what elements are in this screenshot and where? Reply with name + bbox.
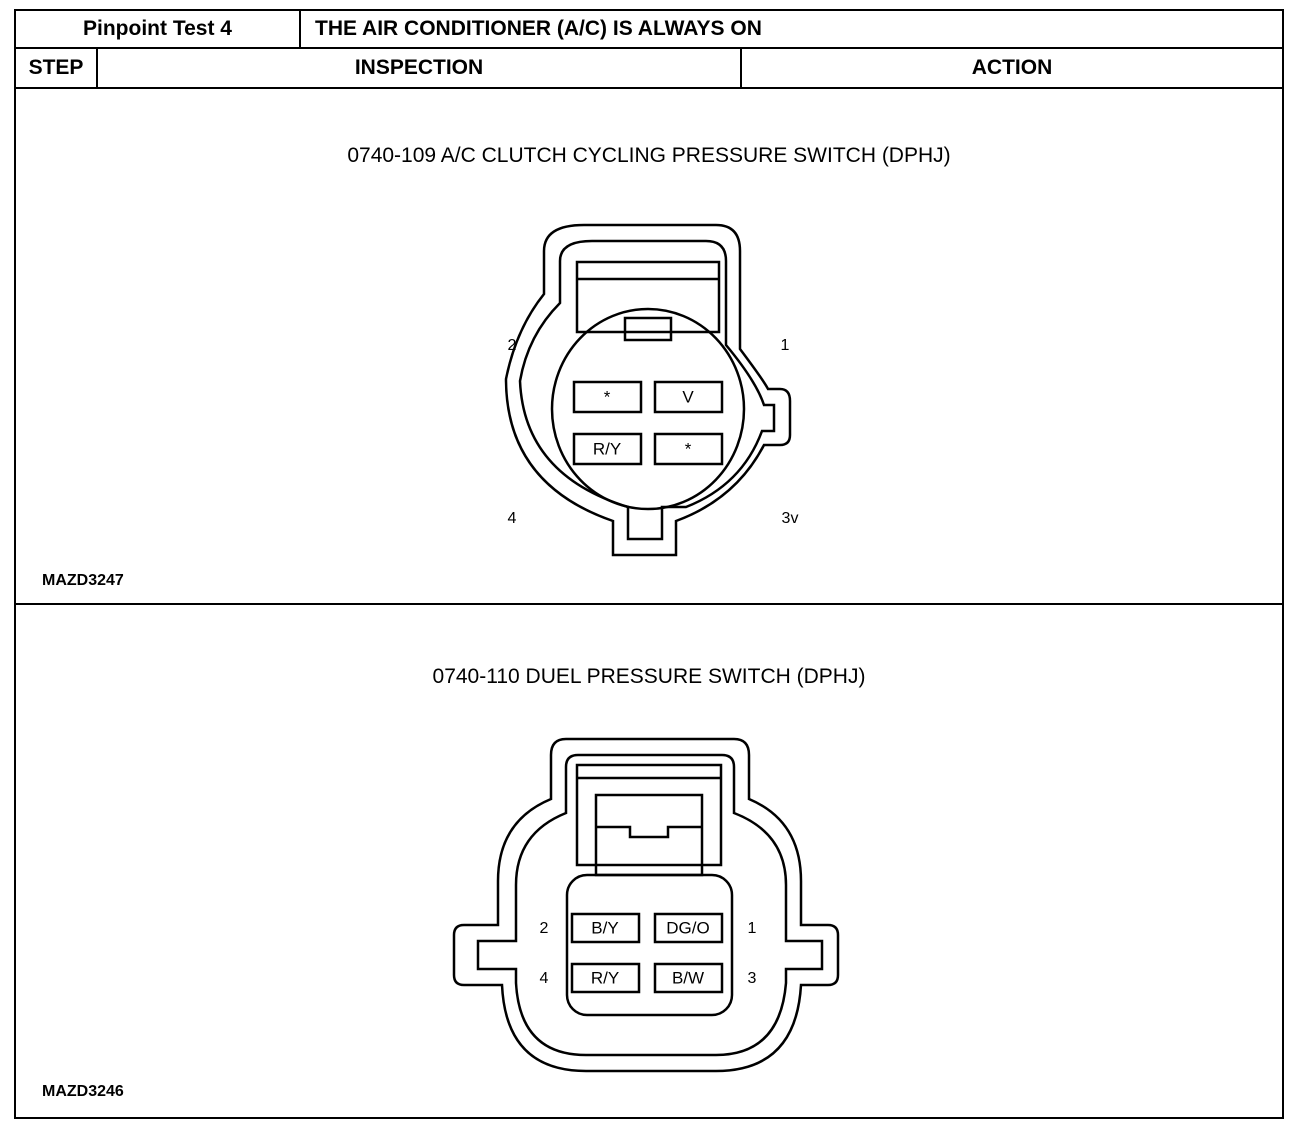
column-header-row: STEP INSPECTION ACTION xyxy=(16,49,1282,89)
diagram-2-ref: MAZD3246 xyxy=(42,1083,124,1100)
column-step: STEP xyxy=(16,49,98,87)
pin-label: 1 xyxy=(748,920,757,937)
cavity-3-box xyxy=(572,432,643,466)
cavity-1-box xyxy=(570,912,641,944)
column-inspection: INSPECTION xyxy=(98,49,742,87)
cavity-1-box xyxy=(572,380,643,414)
cavity-label: R/Y xyxy=(593,439,621,458)
pin-label: 3 xyxy=(748,970,757,987)
cavity-label: B/W xyxy=(672,968,704,987)
cavity-label: B/Y xyxy=(591,918,618,937)
pin-label: 1 xyxy=(781,337,790,354)
diagram-1-ref: MAZD3247 xyxy=(42,572,124,589)
cavity-3-box xyxy=(570,962,641,994)
pin-label: 3v xyxy=(782,510,799,527)
diagram-2-title: 0740-110 DUEL PRESSURE SWITCH (DPHJ) xyxy=(432,665,866,688)
diagram-panel-2: 0740-110 DUEL PRESSURE SWITCH (DPHJ) xyxy=(16,605,1282,1117)
cavity-2-box xyxy=(653,380,724,414)
diagram-1-title: 0740-109 A/C CLUTCH CYCLING PRESSURE SWI… xyxy=(347,144,951,167)
cavity-2-box xyxy=(653,912,724,944)
cavity-label: V xyxy=(682,387,694,406)
test-header-row: Pinpoint Test 4 THE AIR CONDITIONER (A/C… xyxy=(16,11,1282,49)
cavity-label: * xyxy=(604,387,611,406)
clutch-cycling-switch-connector: * V R/Y * 2 1 4 3v xyxy=(504,223,799,557)
diagram-panel-1: 0740-109 A/C CLUTCH CYCLING PRESSURE SWI… xyxy=(16,89,1282,605)
test-title: THE AIR CONDITIONER (A/C) IS ALWAYS ON xyxy=(315,17,762,40)
pin-label: 4 xyxy=(508,510,517,527)
cavity-4-box xyxy=(653,962,724,994)
cavity-label: DG/O xyxy=(666,918,709,937)
pinpoint-test-table: Pinpoint Test 4 THE AIR CONDITIONER (A/C… xyxy=(14,9,1284,1119)
pin-label: 2 xyxy=(508,337,517,354)
pin-label: 4 xyxy=(540,970,549,987)
duel-pressure-switch-connector: B/Y DG/O R/Y B/W 2 1 4 3 xyxy=(452,737,840,1073)
cavity-label: R/Y xyxy=(591,968,619,987)
column-action: ACTION xyxy=(971,56,1053,79)
cavity-4-box xyxy=(653,432,724,466)
pin-label: 2 xyxy=(540,920,549,937)
cavity-label: * xyxy=(685,439,692,458)
test-label: Pinpoint Test 4 xyxy=(16,11,301,47)
